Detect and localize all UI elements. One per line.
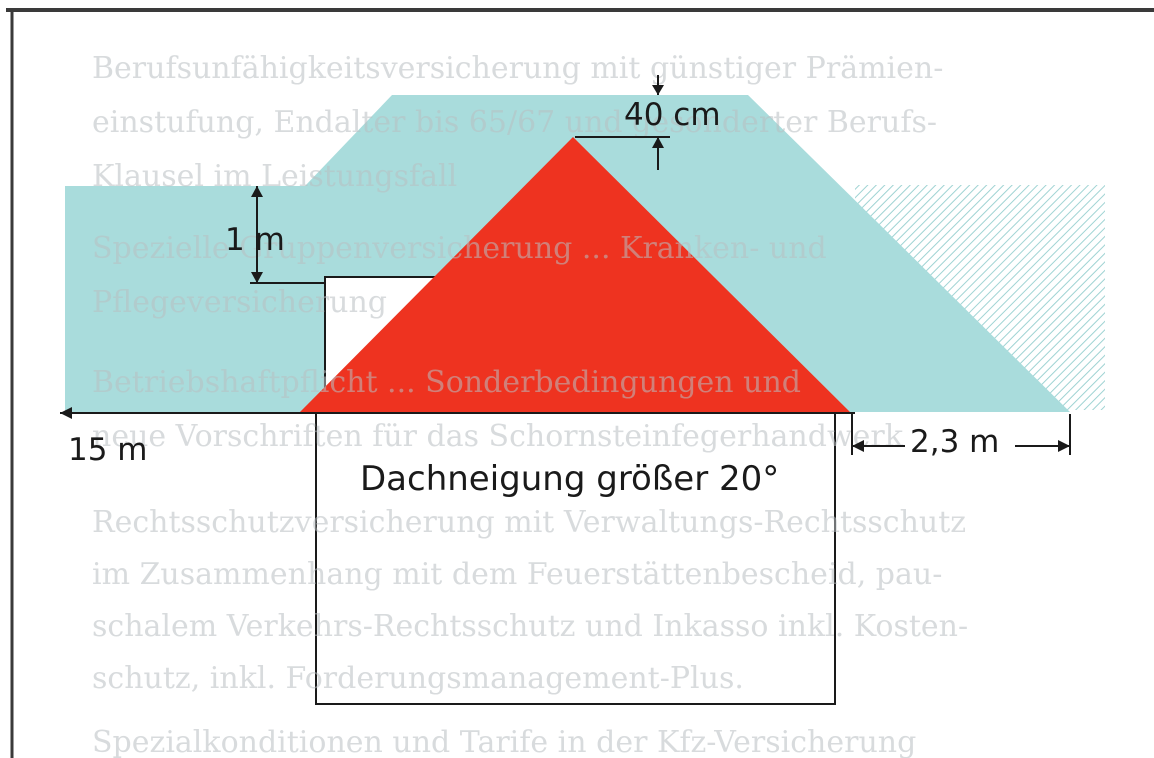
horizontal-right-arrowhead-left — [852, 440, 864, 452]
horizontal-right-arrowhead-right — [1058, 440, 1070, 452]
svg-text:Pflegeversicherung: Pflegeversicherung — [92, 285, 387, 320]
lower-offset-arrowhead-bottom — [251, 272, 263, 283]
svg-text:Rechtsschutzversicherung mit V: Rechtsschutzversicherung mit Verwaltungs… — [92, 505, 966, 540]
svg-text:Betriebshaftpflicht ... Sonder: Betriebshaftpflicht ... Sonderbedingunge… — [92, 365, 801, 400]
svg-text:neue Vorschriften für das Scho: neue Vorschriften für das Schornsteinfeg… — [92, 419, 904, 454]
lower-offset-arrowhead-top — [251, 186, 263, 197]
svg-text:Spezielle Gruppenversicherung: Spezielle Gruppenversicherung ... Kranke… — [92, 231, 827, 266]
svg-text:schutz, inkl. Forderungsmanage: schutz, inkl. Forderungsmanagement-Plus. — [92, 661, 744, 696]
roof-clearance-arrowhead-bottom — [652, 137, 664, 148]
svg-text:im Zusammenhang mit dem Feuers: im Zusammenhang mit dem Feuerstättenbesc… — [92, 557, 942, 592]
roof-pitch-label: Dachneigung größer 20° — [360, 459, 779, 499]
horizontal-left-label: 15 m — [68, 432, 148, 468]
roof-clearance-label: 40 cm — [624, 97, 721, 133]
svg-text:Spezialkonditionen und Tarife: Spezialkonditionen und Tarife in der Kfz… — [92, 725, 916, 758]
roof-clearance-arrowhead-top — [652, 85, 664, 95]
horizontal-left-arrowhead — [60, 407, 72, 419]
building-body — [315, 411, 836, 705]
roof — [298, 137, 852, 414]
horizontal-right-label: 2,3 m — [910, 424, 999, 460]
svg-text:schalem Verkehrs-Rechtsschutz: schalem Verkehrs-Rechtsschutz und Inkass… — [92, 609, 968, 644]
horizontal-right-label-bg — [905, 421, 1015, 457]
svg-text:Berufsunfähigkeitsversicherung: Berufsunfähigkeitsversicherung mit günst… — [92, 51, 943, 86]
svg-text:Klausel im Leistungsfall: Klausel im Leistungsfall — [92, 159, 457, 194]
lower-offset-label: 1 m — [225, 222, 285, 258]
svg-text:einstufung, Endalter bis 65/67: einstufung, Endalter bis 65/67 und geson… — [92, 105, 937, 140]
show-through-text: Berufsunfähigkeitsversicherung mit günst… — [92, 51, 968, 758]
